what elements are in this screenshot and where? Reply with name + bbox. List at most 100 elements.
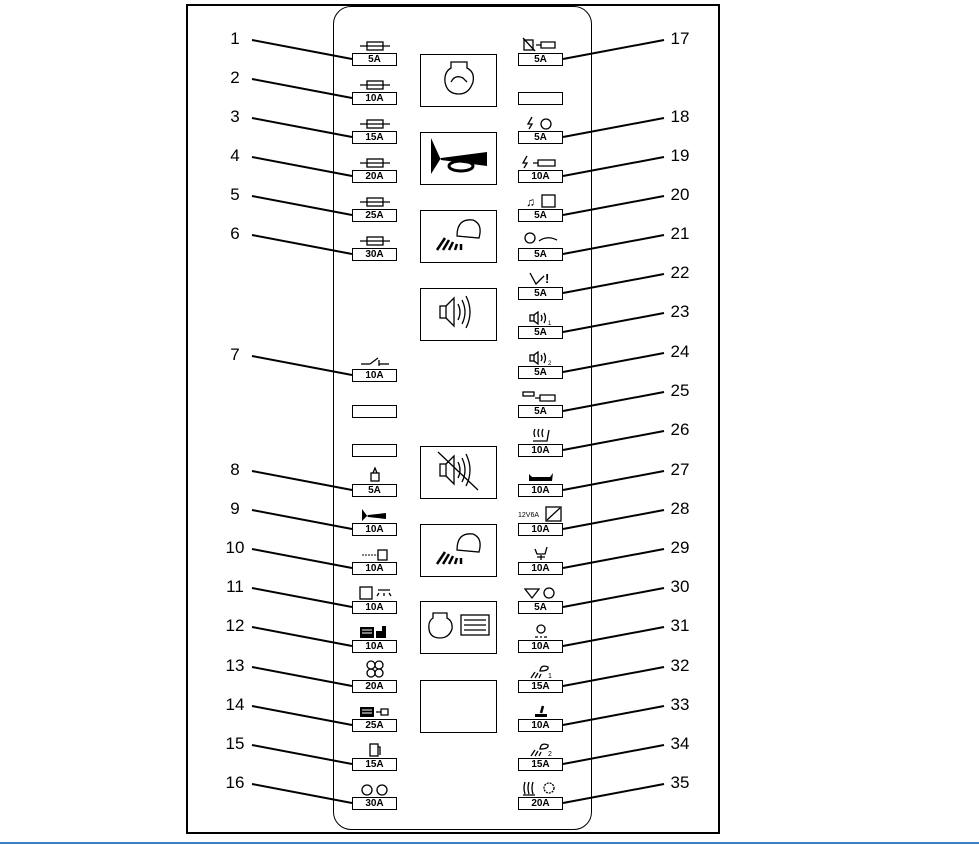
switch-icon xyxy=(352,352,397,368)
fuse-icon xyxy=(352,36,397,52)
fuse-rating-label[interactable]: 15A xyxy=(352,758,397,771)
fuse-number: 11 xyxy=(226,577,244,596)
fuse-rating-label[interactable]: 25A xyxy=(352,719,397,732)
fuse-rating-label[interactable]: 10A xyxy=(518,444,563,457)
worklight-1-icon: 1 xyxy=(518,663,563,679)
fuse-number: 9 xyxy=(230,499,240,518)
fuse-rating-label[interactable]: 5A xyxy=(518,209,563,222)
key-icon xyxy=(352,545,397,561)
fuse-rating-label[interactable]: 5A xyxy=(352,484,397,497)
leader-line xyxy=(251,509,353,530)
leader-line xyxy=(251,744,353,765)
relay-horn xyxy=(420,132,497,185)
empty-fuse-slot[interactable] xyxy=(352,444,397,457)
relay-engine-radiator xyxy=(420,601,497,654)
fuse-rating-label[interactable]: 5A xyxy=(518,405,563,418)
fuse-rating-label[interactable]: 10A xyxy=(352,601,397,614)
leader-line xyxy=(562,156,665,177)
leader-line xyxy=(251,470,353,491)
fuse-number: 19 xyxy=(670,146,690,165)
fuse-rating-label[interactable]: 30A xyxy=(352,797,397,810)
fuse-rating-label[interactable]: 10A xyxy=(518,170,563,183)
fuse-rating-label[interactable]: 15A xyxy=(352,131,397,144)
fuse-rating-label[interactable]: 5A xyxy=(518,287,563,300)
fuse-icon xyxy=(352,192,397,208)
power-trailer-icon xyxy=(518,153,563,169)
fuse-rating-label[interactable]: 10A xyxy=(352,640,397,653)
leader-line xyxy=(251,195,353,216)
fuse-icon xyxy=(352,75,397,91)
fuse-rating-label[interactable]: 20A xyxy=(518,797,563,810)
wiper-engine-icon xyxy=(518,584,563,600)
diagram-frame xyxy=(186,4,720,834)
fuse-number: 16 xyxy=(225,773,245,792)
engine-start-icon xyxy=(439,58,479,103)
fuse-number: 25 xyxy=(670,381,690,400)
fuse-rating-label[interactable]: 10A xyxy=(518,640,563,653)
power-engine-icon xyxy=(518,114,563,130)
fuse-rating-label[interactable]: 20A xyxy=(352,680,397,693)
radio-icon: ♫ xyxy=(518,192,563,208)
leader-line xyxy=(251,234,353,255)
fuse-rating-label[interactable]: 15A xyxy=(518,758,563,771)
fuse-rating-label[interactable]: 20A xyxy=(352,170,397,183)
fuse-number: 22 xyxy=(670,263,690,282)
fuse-rating-label[interactable]: 25A xyxy=(352,209,397,222)
fan-icon xyxy=(352,660,397,679)
empty-fuse-slot[interactable] xyxy=(352,405,397,418)
relay-engine-start xyxy=(420,54,497,107)
fuse-rating-label[interactable]: 15A xyxy=(518,680,563,693)
leader-line xyxy=(251,705,353,726)
fuse-rating-label[interactable]: 5A xyxy=(518,53,563,66)
work-light-icon xyxy=(429,528,489,573)
relay-blank xyxy=(420,680,497,733)
leader-line xyxy=(251,666,353,687)
seat-icon xyxy=(518,467,563,483)
fuse-number: 21 xyxy=(670,224,690,243)
leader-line xyxy=(562,117,665,138)
fuse-rating-label[interactable]: 10A xyxy=(352,369,397,382)
fuse-number: 13 xyxy=(225,656,245,675)
svg-text:1: 1 xyxy=(548,673,552,679)
fuse-rating-label[interactable]: 10A xyxy=(518,719,563,732)
fuse-number: 18 xyxy=(670,107,690,126)
lamp-wiper-icon xyxy=(518,231,563,247)
fuse-rating-label[interactable]: 30A xyxy=(352,248,397,261)
fuse-rating-label[interactable]: 5A xyxy=(518,131,563,144)
fuse-number: 5 xyxy=(230,185,240,204)
fuse-rating-label[interactable]: 10A xyxy=(518,523,563,536)
fuse-rating-label[interactable]: 10A xyxy=(352,523,397,536)
fuel-icon xyxy=(352,741,397,757)
leader-line xyxy=(562,352,665,373)
fuse-rating-label[interactable]: 10A xyxy=(518,484,563,497)
fuse-rating-label[interactable]: 5A xyxy=(518,601,563,614)
fuse-number: 30 xyxy=(670,577,690,596)
relay-work-light xyxy=(420,524,497,577)
fuse-rating-label[interactable]: 10A xyxy=(518,562,563,575)
fuse-rating-label[interactable]: 10A xyxy=(352,92,397,105)
empty-fuse-slot[interactable] xyxy=(518,92,563,105)
fuse-number: 17 xyxy=(670,29,690,48)
relay-speaker-mute xyxy=(420,446,497,499)
fuse-rating-label[interactable]: 5A xyxy=(352,53,397,66)
fuse-number: 7 xyxy=(230,345,240,364)
horn-icon xyxy=(427,136,491,181)
relay-speaker xyxy=(420,288,497,341)
heated-seat-icon xyxy=(518,427,563,443)
radiator-tractor-icon xyxy=(352,623,397,639)
fuse-number: 32 xyxy=(670,656,690,675)
seat-suspension-icon xyxy=(518,545,563,561)
leader-line xyxy=(251,783,353,804)
fuse-rating-label[interactable]: 5A xyxy=(518,326,563,339)
fuse-icon xyxy=(352,231,397,247)
fuse-number: 33 xyxy=(670,695,690,714)
speaker-2-icon: 2 xyxy=(518,349,563,365)
speaker-icon xyxy=(434,290,484,339)
fuse-rating-label[interactable]: 5A xyxy=(518,366,563,379)
svg-text:2: 2 xyxy=(548,751,552,757)
fuse-rating-label[interactable]: 10A xyxy=(352,562,397,575)
socket-12v-icon: 12V6A xyxy=(518,506,563,522)
svg-text:2: 2 xyxy=(548,361,552,365)
fuse-number: 14 xyxy=(225,695,245,714)
fuse-rating-label[interactable]: 5A xyxy=(518,248,563,261)
